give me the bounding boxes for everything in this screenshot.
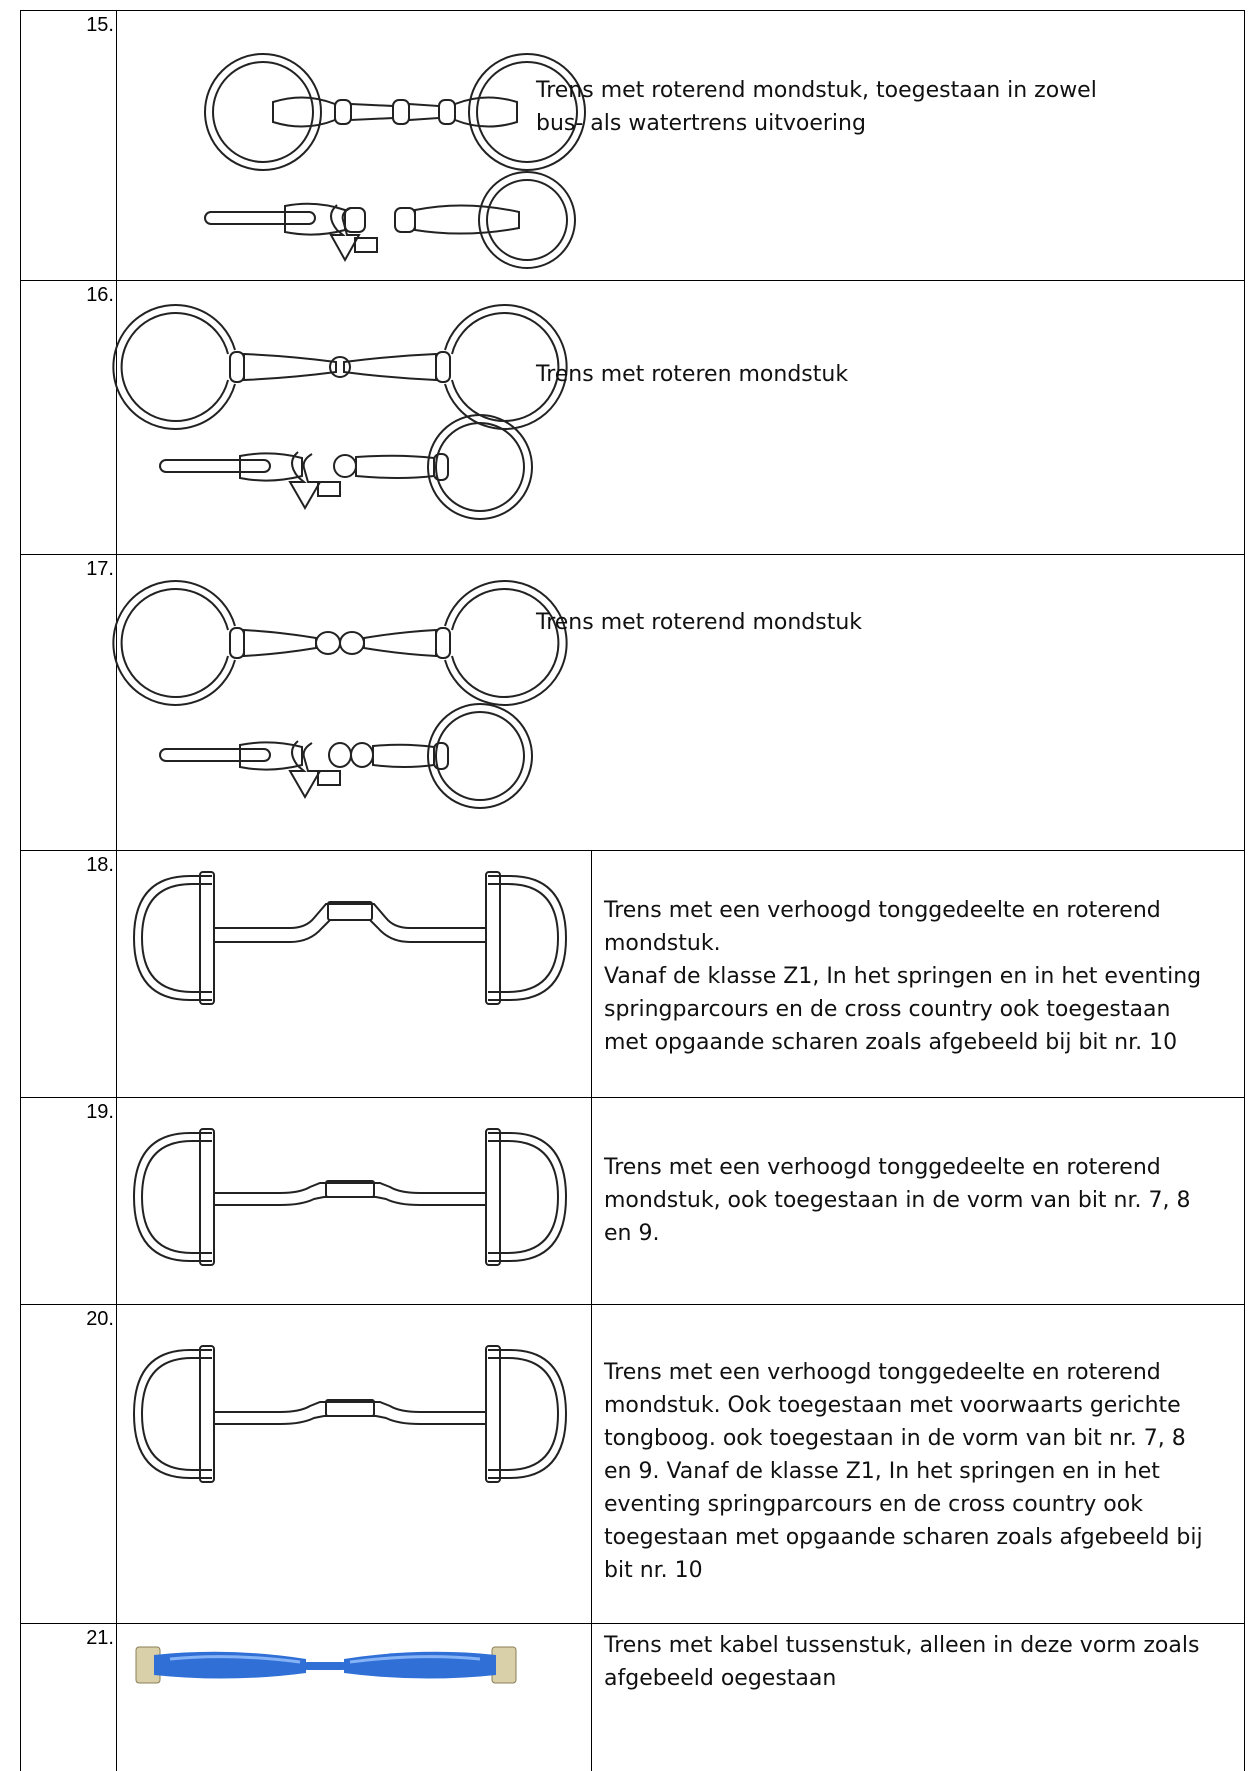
table-row: 20. Trens met een verhoogd tonggedeelte …: [20, 1304, 1245, 1623]
table-left-border: [20, 10, 21, 1771]
description-line: Trens met een verhoogd tonggedeelte en r…: [604, 1360, 1161, 1385]
eggbutt-bit-icon: [140, 292, 540, 512]
row-divider: [20, 10, 1245, 11]
dee-ring-bit-icon: [130, 1125, 570, 1270]
description-line: tongboog. ook toegestaan in de vorm van …: [604, 1426, 1186, 1451]
dee-ring-bit-icon: [130, 868, 570, 1008]
bit-description: Trens met roteren mondstuk: [536, 358, 1236, 391]
description-line: met opgaande scharen zoals afgebeeld bij…: [604, 1030, 1178, 1055]
table-row: 16. Trens me: [20, 280, 1245, 554]
description-line: en 9. Vanaf de klasse Z1, In het springe…: [604, 1459, 1160, 1484]
row-divider: [20, 554, 1245, 555]
row-divider: [20, 850, 1245, 851]
table-right-border: [1244, 10, 1245, 1771]
bit-number: 17.: [86, 558, 114, 580]
loose-ring-bit-icon: [205, 40, 585, 270]
row-divider: [20, 1623, 1245, 1624]
table-row: 15. Trens me: [20, 10, 1245, 280]
description-line: en 9.: [604, 1221, 660, 1246]
description-line: toegestaan met opgaande scharen zoals af…: [604, 1525, 1203, 1550]
description-line: mondstuk. Ook toegestaan met voorwaarts …: [604, 1393, 1181, 1418]
table-row: 18. Trens met een verhoogd tonggedeelte …: [20, 850, 1245, 1097]
description-line: Trens met een verhoogd tonggedeelte en r…: [604, 1155, 1161, 1180]
bit-description: Trens met roterend mondstuk, toegestaan …: [536, 74, 1236, 140]
description-line: Trens met kabel tussenstuk, alleen in de…: [604, 1633, 1200, 1658]
bit-description: Trens met een verhoogd tonggedeelte en r…: [604, 1151, 1244, 1250]
cable-bit-photo: [130, 1637, 520, 1697]
row-divider: [20, 1097, 1245, 1098]
description-line: Trens met roteren mondstuk: [536, 362, 849, 387]
row-divider: [20, 1304, 1245, 1305]
description-line: eventing springparcours en de cross coun…: [604, 1492, 1143, 1517]
bits-table: 15. Trens me: [20, 10, 1245, 1771]
description-line: Trens met roterend mondstuk: [536, 610, 863, 635]
description-line: bit nr. 10: [604, 1558, 703, 1583]
eggbutt-bit-icon: [140, 566, 540, 806]
table-row: 21. Trens met kabel tussenstuk, alleen i…: [20, 1623, 1245, 1771]
bit-description: Trens met roterend mondstuk: [536, 606, 1236, 639]
bit-number: 15.: [86, 14, 114, 36]
table-row: 17.: [20, 554, 1245, 850]
bit-number: 18.: [86, 854, 114, 876]
number-column-divider: [116, 10, 117, 1771]
bit-number: 21.: [86, 1627, 114, 1649]
description-line: afgebeeld oegestaan: [604, 1666, 837, 1691]
bit-description: Trens met een verhoogd tonggedeelte en r…: [604, 894, 1244, 1059]
bit-number: 20.: [86, 1308, 114, 1330]
description-line: springparcours en de cross country ook t…: [604, 997, 1171, 1022]
description-line: mondstuk, ook toegestaan in de vorm van …: [604, 1188, 1191, 1213]
description-line: Trens met een verhoogd tonggedeelte en r…: [604, 898, 1161, 923]
description-line: mondstuk.: [604, 931, 721, 956]
description-line: bus- als watertrens uitvoering: [536, 111, 866, 136]
bit-number: 16.: [86, 284, 114, 306]
bit-number: 19.: [86, 1101, 114, 1123]
bit-description: Trens met kabel tussenstuk, alleen in de…: [604, 1629, 1244, 1695]
bit-description: Trens met een verhoogd tonggedeelte en r…: [604, 1356, 1244, 1587]
table-row: 19. Trens met een verhoogd tonggedeelte …: [20, 1097, 1245, 1304]
dee-ring-bit-icon: [130, 1342, 570, 1487]
description-line: Vanaf de klasse Z1, In het springen en i…: [604, 964, 1202, 989]
description-line: Trens met roterend mondstuk, toegestaan …: [536, 78, 1097, 103]
row-divider: [20, 280, 1245, 281]
image-column-divider-lower: [591, 850, 592, 1771]
